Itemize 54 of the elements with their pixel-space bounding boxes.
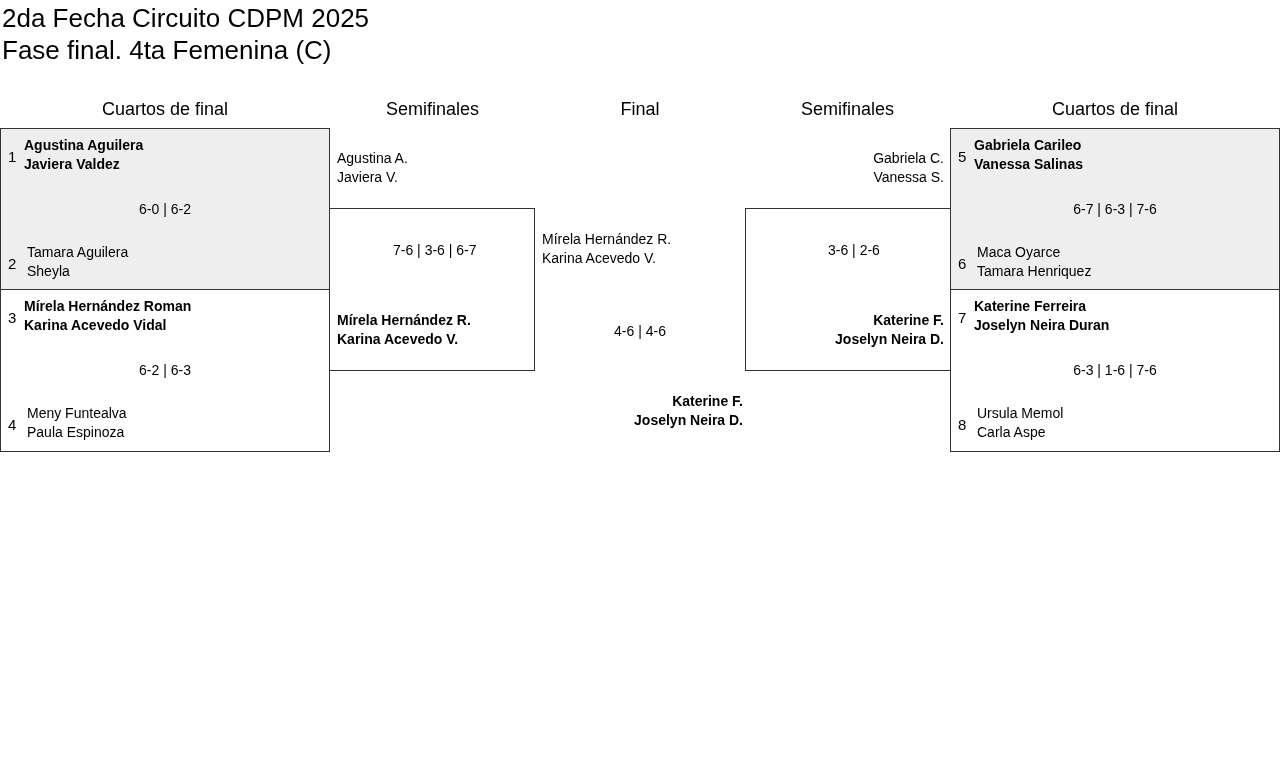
- match-score: 6-3 | 1-6 | 7-6: [1072, 361, 1158, 380]
- player-name: Maca Oyarce: [977, 243, 1062, 262]
- match-score: 6-0 | 6-2: [138, 200, 192, 219]
- player-name: Tamara Aguilera: [27, 243, 129, 262]
- title: 2da Fecha Circuito CDPM 2025: [2, 2, 370, 34]
- column-header: Final: [619, 98, 661, 121]
- match-score: 3-6 | 2-6: [828, 241, 880, 260]
- seed-number: 2: [8, 254, 17, 274]
- player-name: Joselyn Neira Duran: [974, 316, 1110, 335]
- player-name: Karina Acevedo V.: [542, 249, 657, 268]
- seed-number: 8: [958, 415, 967, 435]
- player-name: Javiera Valdez: [24, 155, 121, 174]
- player-name: Joselyn Neira D.: [835, 330, 944, 349]
- player-name: Agustina A.: [337, 149, 408, 168]
- player-name: Gabriela C.: [873, 149, 944, 168]
- player-name: Joselyn Neira D.: [634, 411, 743, 430]
- player-name: Sheyla: [27, 262, 71, 281]
- player-name: Carla Aspe: [977, 423, 1047, 442]
- column-header: Semifinales: [799, 98, 895, 121]
- match-score: 4-6 | 4-6: [613, 322, 667, 341]
- subtitle: Fase final. 4ta Femenina (C): [2, 34, 333, 66]
- player-name: Javiera V.: [337, 168, 399, 187]
- seed-number: 3: [8, 308, 17, 328]
- seed-number: 1: [8, 147, 17, 167]
- player-name: Mírela Hernández R.: [542, 230, 672, 249]
- player-name: Ursula Memol: [977, 404, 1064, 423]
- seed-number: 4: [8, 415, 17, 435]
- seed-number: 5: [958, 147, 967, 167]
- player-name: Mírela Hernández Roman: [24, 297, 192, 316]
- column-header: Cuartos de final: [100, 98, 230, 121]
- player-name: Katerine F.: [872, 311, 944, 330]
- match-box: [0, 128, 330, 290]
- column-header: Semifinales: [384, 98, 480, 121]
- column-header: Cuartos de final: [1050, 98, 1180, 121]
- match-box: [0, 289, 330, 452]
- player-name: Vanessa S.: [873, 168, 944, 187]
- player-name: Katerine F.: [671, 392, 743, 411]
- match-score: 6-7 | 6-3 | 7-6: [1072, 200, 1158, 219]
- player-name: Karina Acevedo Vidal: [24, 316, 168, 335]
- player-name: Paula Espinoza: [27, 423, 126, 442]
- player-name: Katerine Ferreira: [974, 297, 1088, 316]
- player-name: Meny Funtealva: [27, 404, 127, 423]
- player-name: Gabriela Carileo: [974, 136, 1083, 155]
- match-box: [950, 289, 1280, 452]
- match-box: [950, 128, 1280, 290]
- player-name: Karina Acevedo V.: [337, 330, 460, 349]
- match-score: 7-6 | 3-6 | 6-7: [393, 241, 477, 260]
- match-score: 6-2 | 6-3: [138, 361, 192, 380]
- player-name: Mírela Hernández R.: [337, 311, 471, 330]
- player-name: Vanessa Salinas: [974, 155, 1083, 174]
- player-name: Agustina Aguilera: [24, 136, 144, 155]
- seed-number: 6: [958, 254, 967, 274]
- player-name: Tamara Henriquez: [977, 262, 1092, 281]
- seed-number: 7: [958, 308, 967, 328]
